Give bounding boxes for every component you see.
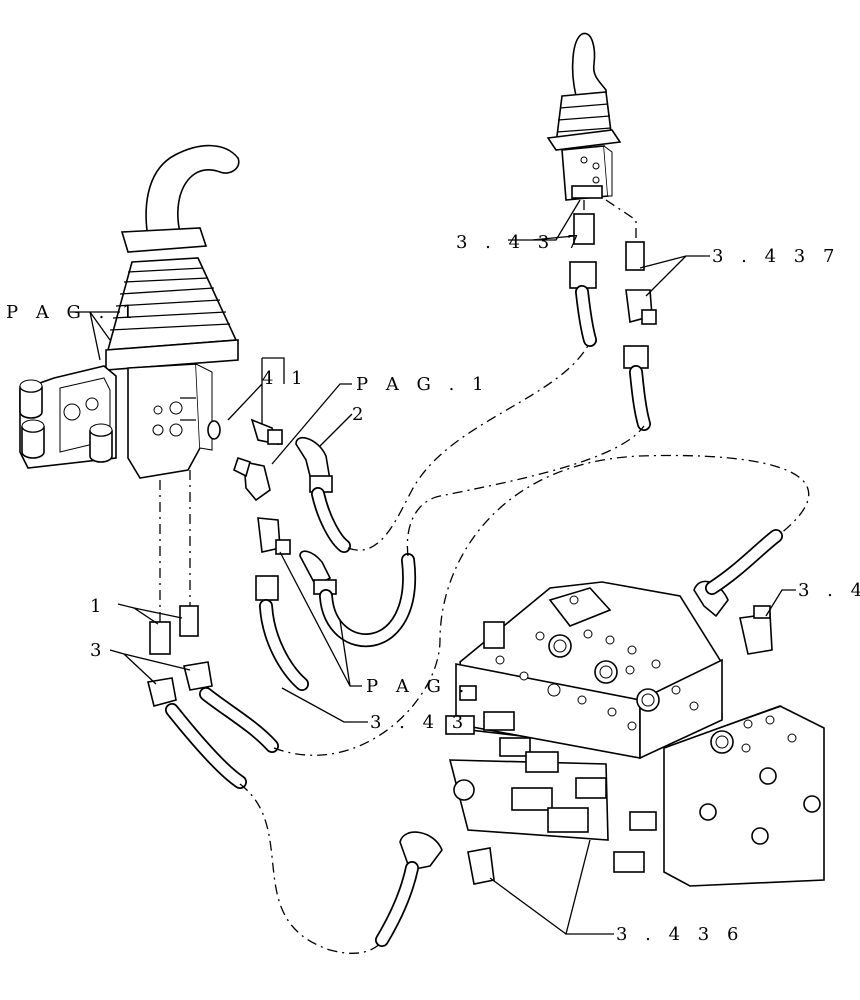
label-ref-3437-top-left: 3 . 4 3 7 <box>456 232 584 253</box>
left-joystick <box>105 144 240 479</box>
fittings <box>147 213 773 885</box>
label-ref-1: 1 <box>90 596 107 617</box>
right-joystick <box>546 32 622 201</box>
label-ref-34-right: 3 . 4 <box>798 580 860 601</box>
control-valve-block <box>445 581 825 887</box>
label-pag1-center: P A G . 1 <box>356 374 490 395</box>
label-ref-3437-bottom: 3 . 4 3 <box>370 712 469 733</box>
connection-lines <box>159 199 810 954</box>
label-pag-bottom: P A G . <box>366 676 470 697</box>
valve-spools <box>445 621 657 873</box>
label-ref-3: 3 <box>90 640 107 661</box>
hoses <box>165 285 783 947</box>
valve-bolts <box>548 634 821 845</box>
part-labels: P A G . 1 4 1 P A G . 1 2 3 . 4 3 7 3 . … <box>6 232 860 945</box>
label-ref-41: 4 1 <box>262 368 309 389</box>
label-ref-3436: 3 . 4 3 6 <box>616 924 744 945</box>
mounting-bracket <box>19 365 117 469</box>
label-ref-2: 2 <box>352 404 369 425</box>
valve-ports <box>495 629 797 753</box>
label-pag1-left: P A G . 1 <box>6 302 140 323</box>
leader-lines <box>70 199 796 935</box>
label-ref-3437-top-right: 3 . 4 3 7 <box>712 246 840 267</box>
